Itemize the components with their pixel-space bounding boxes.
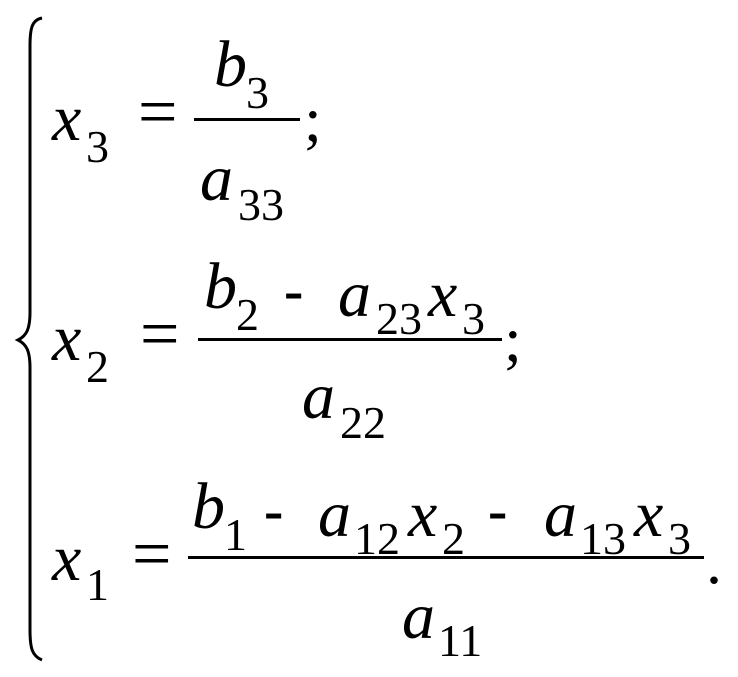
numerator-variable: x (428, 258, 458, 331)
numerator-variable: b (204, 250, 237, 323)
numerator-variable: a (338, 258, 371, 331)
denominator-subscript: 22 (340, 397, 386, 448)
trailing-semicolon: ; (304, 84, 322, 155)
fraction-bar (194, 118, 300, 121)
lhs-variable: x (52, 82, 82, 155)
denominator-variable: a (200, 142, 233, 215)
numerator-variable: a (544, 478, 577, 551)
trailing-semicolon: ; (504, 304, 522, 375)
lhs-subscript: 3 (86, 121, 109, 172)
numerator-subscript: 13 (580, 513, 626, 564)
numerator-subscript: 1 (224, 509, 247, 560)
trailing-period: . (706, 526, 722, 597)
numerator-variable: b (214, 28, 247, 101)
minus-sign: - (264, 478, 284, 543)
numerator-variable: x (634, 478, 664, 551)
numerator-subscript: 2 (442, 513, 465, 564)
denominator-variable: a (302, 360, 335, 433)
lhs-variable: x (52, 302, 82, 375)
numerator-subscript: 23 (376, 293, 422, 344)
lhs-subscript: 2 (86, 341, 109, 392)
denominator-subscript: 11 (438, 615, 483, 666)
left-brace (14, 16, 43, 662)
equals-sign: = (132, 516, 172, 593)
minus-sign: - (488, 478, 508, 543)
fraction-bar (188, 556, 704, 559)
lhs-subscript: 1 (86, 559, 109, 610)
numerator-subscript: 12 (354, 513, 400, 564)
numerator-variable: a (318, 478, 351, 551)
denominator-subscript: 33 (238, 179, 284, 230)
denominator-variable: a (402, 580, 435, 653)
minus-sign: - (284, 258, 304, 323)
numerator-subscript: 2 (236, 289, 259, 340)
equals-sign: = (140, 296, 180, 373)
numerator-subscript: 3 (246, 67, 269, 118)
equals-sign: = (138, 74, 178, 151)
numerator-variable: x (408, 478, 438, 551)
numerator-variable: b (192, 470, 225, 543)
fraction-bar (198, 338, 502, 341)
lhs-variable: x (52, 522, 82, 595)
numerator-subscript: 3 (668, 513, 691, 564)
numerator-subscript: 3 (462, 293, 485, 344)
